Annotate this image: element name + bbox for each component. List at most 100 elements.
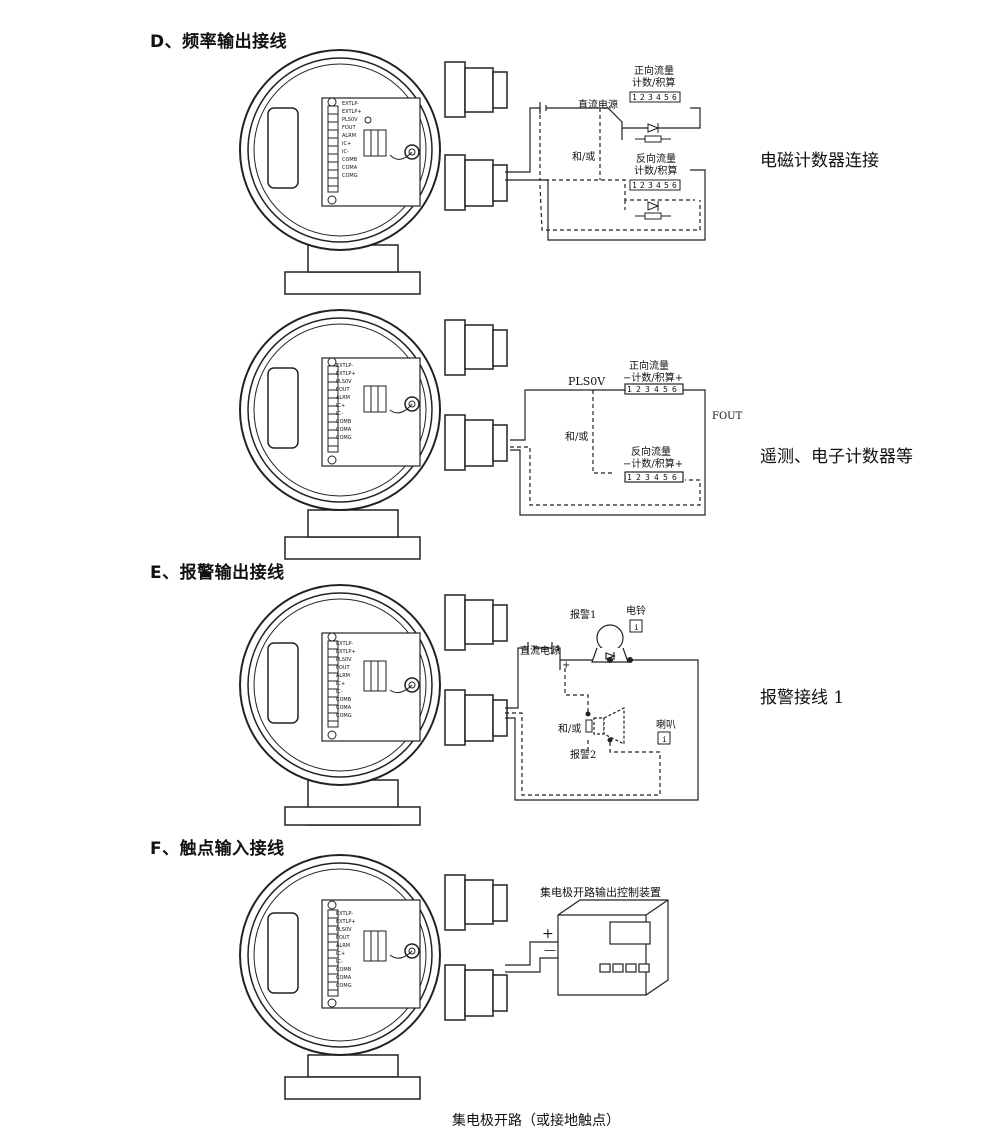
control-device-label: 集电极开路输出控制装置 [540, 886, 661, 899]
terminal-label: COMB [342, 157, 358, 163]
reverse-digit-6: 6 [672, 473, 677, 482]
fout-label: FOUT [712, 411, 743, 422]
terminal-label: COMG [336, 435, 352, 441]
terminal-label-list-3: EXTLP- EXTLP+ PLS0V FOUT ALRM IC+ IC- CO… [336, 640, 356, 720]
terminal-label: ALRM [342, 133, 356, 139]
terminal-label: IC+ [336, 403, 346, 409]
terminal-label: COMG [342, 173, 358, 179]
forward-digit-3: 3 [648, 93, 653, 102]
reverse-flow-title-1: 反向流量 [636, 152, 676, 165]
and-or-label-1: 和/或 [572, 151, 595, 163]
svg-text:i: i [634, 623, 639, 632]
plus-terminal-label: + [542, 926, 554, 942]
bell-label: 电铃 [626, 604, 646, 617]
reverse-digit-6: 6 [672, 181, 677, 190]
terminal-label: COMA [336, 427, 352, 433]
alarm2-label: 报警2 [570, 748, 596, 761]
svg-text:i: i [662, 735, 667, 744]
forward-digit-2: 2 [640, 93, 645, 102]
meter-housing-2 [239, 309, 508, 560]
terminal-label-list-4: EXTLP- EXTLP+ PLS0V FOUT ALRM IC+ IC- CO… [336, 910, 356, 990]
forward-digit-4: 4 [656, 93, 661, 102]
forward-digit-1: 1 [632, 93, 637, 102]
terminal-label: ALRM [336, 943, 350, 949]
terminal-label-list-2: EXTLP- EXTLP+ PLS0V FOUT ALRM IC+ IC- CO… [336, 362, 356, 442]
forward-digit-2: 2 [636, 385, 641, 394]
minus-terminal-label: — [544, 943, 556, 957]
caption-open-collector: 集电极开路（或接地触点） [452, 1113, 620, 1129]
and-or-label-2: 和/或 [565, 431, 588, 443]
wiring-open-collector: + — [505, 899, 669, 996]
reverse-digit-4: 4 [654, 473, 659, 482]
terminal-label: EXTLP- [336, 363, 354, 369]
terminal-label-list-1: EXTLP- EXTLP+ PLS0V FOUT ALRM IC+ IC- CO… [342, 100, 362, 180]
forward-digit-5: 5 [664, 93, 669, 102]
reverse-digit-4: 4 [656, 181, 661, 190]
forward-flow-sub-2: −计数/积算+ [623, 371, 683, 384]
forward-digit-3: 3 [645, 385, 650, 394]
terminal-label: EXTLP- [336, 911, 354, 917]
power-label-1: 直流电源 [578, 98, 618, 111]
terminal-label: COMB [336, 967, 352, 973]
forward-digit-5: 5 [663, 385, 668, 394]
forward-flow-sub-1: 计数/积算 [632, 76, 675, 89]
terminal-label: PLS0V [342, 117, 358, 123]
reverse-flow-sub-1: 计数/积算 [634, 164, 677, 177]
terminal-label: EXTLP+ [342, 109, 362, 115]
terminal-label: EXTLP+ [336, 919, 356, 925]
forward-flow-title-2: 正向流量 [629, 359, 669, 372]
terminal-label: COMB [336, 697, 352, 703]
terminal-label: ALRM [336, 395, 350, 401]
terminal-label: IC+ [336, 951, 346, 957]
terminal-label: EXTLP- [336, 641, 354, 647]
terminal-label: EXTLP+ [336, 649, 356, 655]
meter-housing-4 [239, 854, 508, 1100]
terminal-label: COMA [336, 705, 352, 711]
meter-housing-1 [239, 49, 508, 295]
forward-digit-6: 6 [672, 93, 677, 102]
horn-label: 喇叭 [656, 719, 676, 731]
meter-housing-3 [239, 584, 508, 826]
reverse-digit-5: 5 [664, 181, 669, 190]
terminal-label: PLS0V [336, 379, 352, 385]
reverse-digit-2: 2 [636, 473, 641, 482]
terminal-label: COMG [336, 713, 352, 719]
bell-icon [591, 624, 629, 663]
terminal-label: FOUT [342, 125, 356, 131]
wiring-telemetry: PLS0V FOUT 正向流量 −计数/积算+ 1 2 3 4 5 6 和/或 … [510, 359, 743, 516]
reverse-digit-3: 3 [645, 473, 650, 482]
wiring-alarm: i i 报警1 电铃 直流电源 + 和/或 喇叭 报警2 [505, 604, 699, 801]
terminal-label: IC+ [336, 681, 346, 687]
terminal-label: FOUT [336, 665, 350, 671]
terminal-label: EXTLP+ [336, 371, 356, 377]
side-label-counter: 电磁计数器连接 [760, 151, 879, 171]
svg-text:+: + [562, 660, 570, 671]
horn-icon [593, 707, 625, 745]
side-label-alarm: 报警接线 1 [760, 688, 845, 708]
terminal-label: IC+ [342, 141, 352, 147]
terminal-label: ALRM [336, 673, 350, 679]
terminal-label: IC- [336, 689, 343, 695]
reverse-flow-title-2: 反向流量 [631, 445, 671, 458]
pls0v-label: PLS0V [568, 375, 606, 388]
and-or-label-3: 和/或 [558, 723, 581, 735]
forward-digit-4: 4 [654, 385, 659, 394]
reverse-digit-1: 1 [627, 473, 632, 482]
terminal-label: FOUT [336, 387, 350, 393]
terminal-label: COMA [342, 165, 358, 171]
forward-digit-6: 6 [672, 385, 677, 394]
alarm1-label: 报警1 [570, 608, 596, 621]
section-title-e: E、报警输出接线 [150, 563, 285, 583]
wiring-counter: 正向流量 计数/积算 1 2 3 4 5 6 直流电源 和/或 反向流量 计数/… [505, 64, 706, 241]
reverse-digit-1: 1 [632, 181, 637, 190]
section-title-d: D、频率输出接线 [150, 32, 288, 52]
side-label-telemetry: 遥测、电子计数器等 [760, 447, 913, 467]
terminal-label: IC- [336, 411, 343, 417]
terminal-label: IC- [342, 149, 349, 155]
section-title-f: F、触点输入接线 [150, 839, 285, 859]
reverse-digit-2: 2 [640, 181, 645, 190]
reverse-flow-sub-2: −计数/积算+ [623, 457, 683, 470]
forward-digit-1: 1 [627, 385, 632, 394]
terminal-label: PLS0V [336, 657, 352, 663]
terminal-label: FOUT [336, 935, 350, 941]
